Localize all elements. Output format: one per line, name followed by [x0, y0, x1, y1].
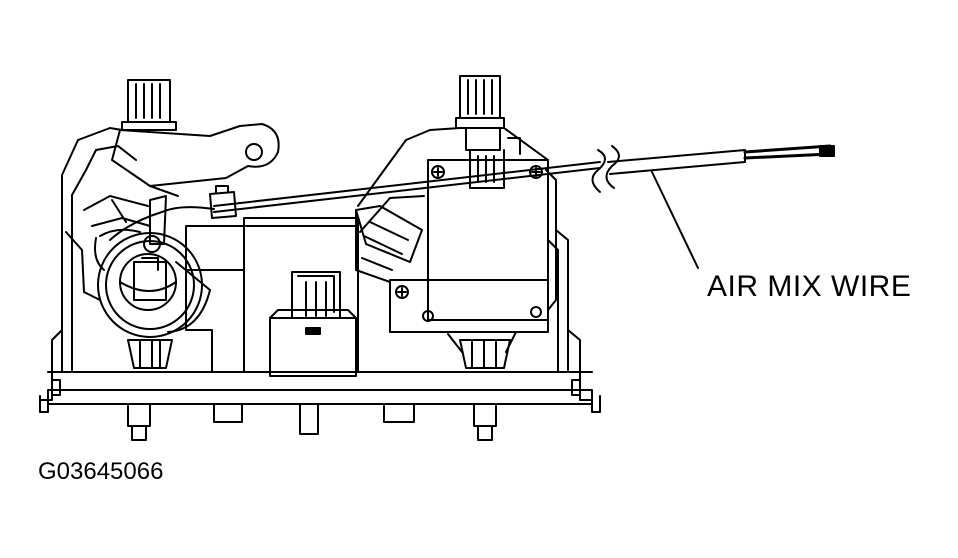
air-mix-wire-label: AIR MIX WIRE [707, 270, 912, 303]
right-top-knob [456, 76, 504, 128]
right-housing [358, 128, 556, 332]
left-lever-arm [112, 124, 279, 196]
center-panel [186, 218, 358, 376]
figure-id: G03645066 [38, 458, 164, 485]
left-rotary-dial [95, 196, 210, 372]
callout-leader-line [652, 172, 698, 268]
bottom-posts [40, 400, 496, 440]
left-housing [66, 128, 150, 300]
left-top-knob [122, 80, 176, 130]
right-rotary-dial [356, 206, 516, 372]
